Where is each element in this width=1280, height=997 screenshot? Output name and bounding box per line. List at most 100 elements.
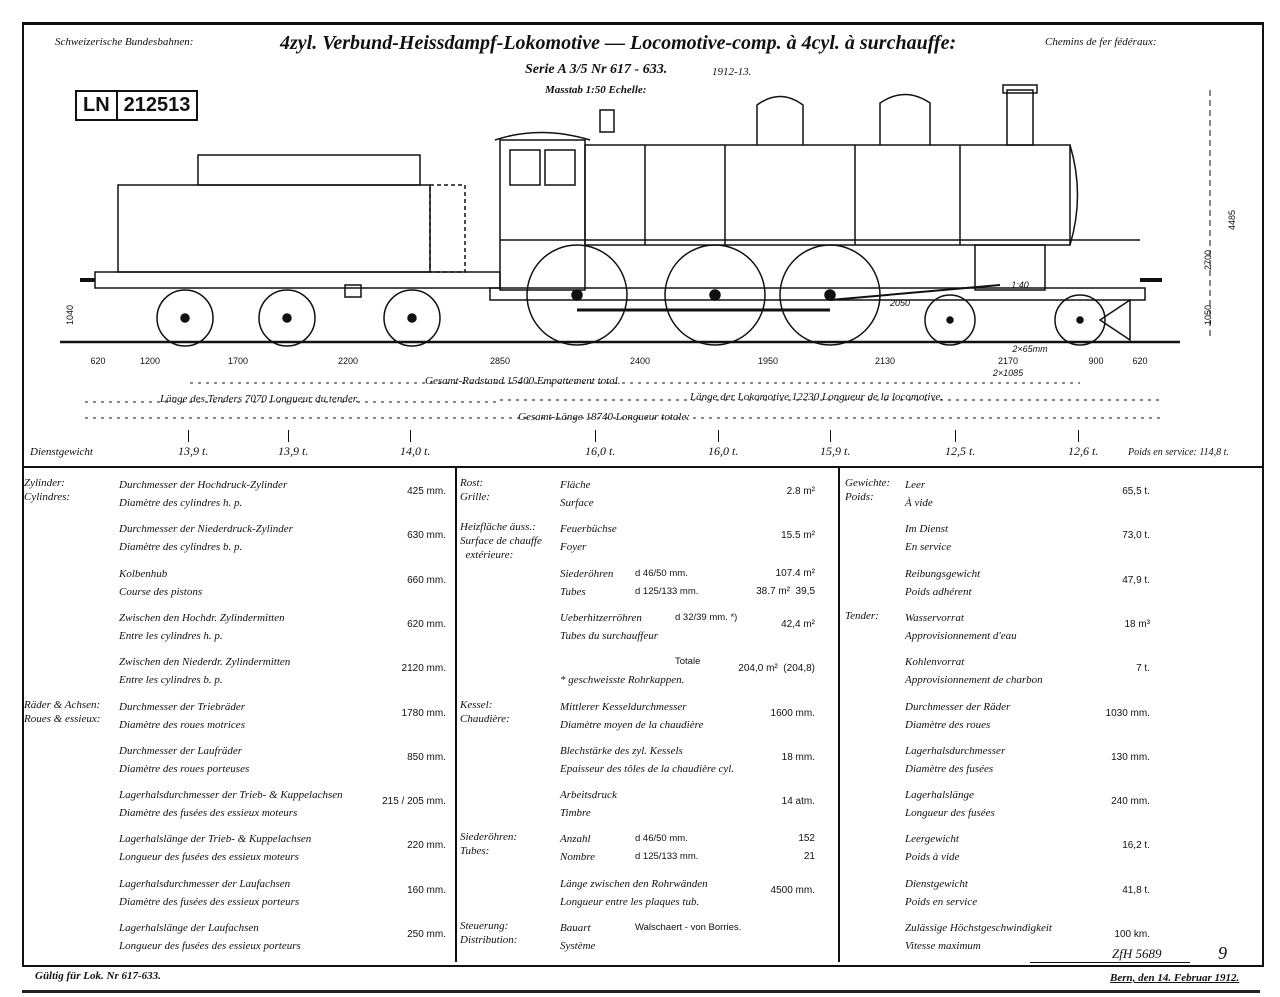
spec-label-fr: Système — [560, 940, 596, 952]
spec-label-de: Lagerhalsdurchmesser der Laufachsen — [119, 877, 291, 890]
spec-label-de: Lagerhalsdurchmesser — [905, 744, 1006, 757]
weight-arrow — [955, 430, 956, 442]
spec-detail: Totale — [675, 656, 701, 668]
table-top-rule — [22, 466, 1262, 468]
spec-row: Räder & Achsen: Roues & essieux:Durchmes… — [24, 694, 452, 738]
axle-weight-label: Dienstgewicht — [30, 446, 93, 458]
axle-weight-value: 16,0 t. — [585, 444, 616, 458]
weight-arrow — [188, 430, 189, 442]
spec-label-fr: Longueur des fusées des essieux porteurs — [119, 940, 301, 952]
railway-name-de: Schweizerische Bundesbahnen: — [55, 36, 194, 48]
axle-note-top: 2×65mm — [1012, 344, 1048, 354]
spec-label-fr: Diamètre des cylindres b. p. — [119, 541, 243, 554]
spec-label-fr: Longueur des fusées — [905, 807, 995, 820]
axle-weight-value: 14,0 t. — [400, 444, 431, 458]
tender-coal-bunker — [197, 154, 421, 186]
weight-arrow — [718, 430, 719, 442]
inventory-stamp: LN 212513 — [75, 90, 199, 121]
spec-value: 7 t. — [1136, 663, 1150, 675]
spec-label-fr: Entre les cylindres h. p. — [119, 629, 223, 642]
spec-value: 850 mm. — [407, 751, 446, 763]
spec-label-fr: Tubes du surchauffeur — [560, 629, 658, 642]
spec-label-fr: Foyer — [560, 541, 587, 554]
spec-value: 620 mm. — [407, 618, 446, 630]
spec-row: Heizfläche äuss.: Surface de chauffe ext… — [460, 516, 835, 561]
spec-group-label: Siederöhren: Tubes: — [460, 831, 518, 858]
spec-label-de: Lagerhalslänge der Laufachsen — [119, 922, 259, 934]
stamp-number: 212513 — [123, 94, 191, 116]
leading-wheel — [1054, 294, 1106, 346]
tender-buffer-height-dim: 1040 — [65, 304, 76, 326]
spec-label-de: Leergewicht — [905, 833, 959, 846]
spec-label-fr: Longueur des fusées des essieux moteurs — [119, 851, 299, 864]
spec-label-de: Zulässige Höchstgeschwindigkeit — [905, 922, 1052, 934]
spec-label-fr: Poids à vide — [905, 851, 960, 864]
chimney — [1006, 89, 1034, 146]
tender-frame — [94, 271, 501, 289]
axle-spacing-value: 620 — [1132, 356, 1148, 366]
tender-axlebox — [344, 284, 362, 298]
spec-value: 18 mm. — [781, 751, 815, 763]
tender-wheel — [383, 289, 441, 347]
spec-value: 100 km. — [1114, 929, 1150, 940]
spec-label-fr: Diamètre des roues porteuses — [119, 762, 250, 775]
scale-label: Masstab 1:50 Echelle: — [545, 84, 647, 96]
bottom-edge — [22, 990, 1260, 993]
spec-label-de: Zwischen den Hochdr. Zylindermitten — [119, 611, 285, 624]
spec-label-de: Blechstärke des zyl. Kessels — [560, 744, 683, 757]
locomotive-elevation-drawing — [60, 84, 1211, 347]
spec-label-fr: Poids adhérent — [905, 585, 972, 598]
spec-value: 18 m³ — [1124, 618, 1150, 630]
driving-wheel — [526, 244, 628, 346]
spec-label-de: Ueberhitzerröhren — [560, 611, 642, 624]
spec-label-fr: Entre les cylindres b. p. — [119, 674, 223, 687]
spec-value: 204,0 m² (204,8) — [738, 663, 815, 675]
spec-label-de: Dienstgewicht — [905, 877, 968, 890]
driving-wheel — [664, 244, 766, 346]
drawing-frame — [22, 22, 1264, 967]
spec-label-fr: Nombre — [560, 851, 596, 864]
spec-label-fr: Diamètre des fusées des essieux moteurs — [119, 807, 298, 820]
spec-group-label: Rost: Grille: — [460, 477, 490, 503]
total-service-weight: Poids en service: 114,8 t. — [1128, 447, 1229, 458]
spec-group-label: Räder & Achsen: Roues & essieux: — [24, 698, 101, 725]
spec-row: Kessel: Chaudière:Mittlerer Kesseldurchm… — [460, 694, 835, 738]
spec-group-label: Tender: — [845, 609, 879, 622]
tender-wheel — [258, 289, 316, 347]
weight-arrow — [595, 430, 596, 442]
weight-arrow — [830, 430, 831, 442]
axle-spacing-value: 2200 — [337, 356, 359, 366]
spec-value: 2120 mm. — [401, 663, 446, 675]
spec-label-fr: À vide — [905, 497, 933, 509]
series-years: 1912-13. — [712, 66, 752, 78]
table-column-cylinders-wheels: Zylinder: Cylindres:Durchmesser der Hoch… — [24, 472, 452, 962]
spec-label-fr: Surface — [560, 497, 594, 509]
spec-value: 15.5 m² — [781, 530, 815, 542]
series-label: Serie A 3/5 Nr 617 - 633. — [525, 62, 668, 77]
spec-label-fr: Longueur entre les plaques tub. — [560, 895, 700, 908]
spec-value: 220 mm. — [407, 840, 446, 852]
spec-row: Lagerhalsdurchmesser der Trieb- & Kuppel… — [24, 782, 452, 826]
ratio-dim: 1:40 — [1011, 280, 1029, 290]
spec-label-de: Lagerhalslänge der Trieb- & Kuppelachsen — [119, 833, 312, 846]
axle-spacing-value: 2400 — [629, 356, 651, 366]
boiler — [584, 144, 1071, 246]
cylinder — [974, 244, 1046, 291]
spec-label-fr: Epaisseur des tôles de la chaudière cyl. — [560, 762, 735, 775]
tender-tank — [117, 184, 431, 273]
